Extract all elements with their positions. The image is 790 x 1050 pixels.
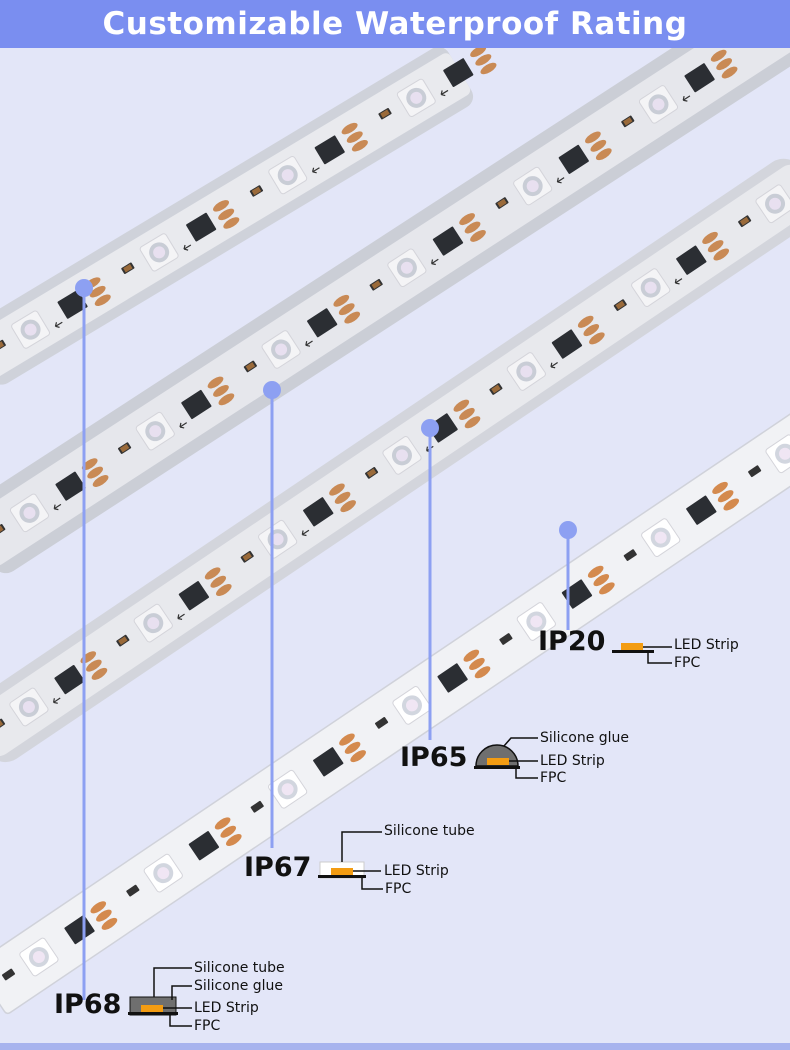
ip67-layer-silicone-tube: Silicone tube — [384, 823, 475, 839]
ip68-layer-led-strip: LED Strip — [194, 1000, 259, 1016]
ip68-strip — [0, 48, 509, 385]
ip68-layer-silicone-glue: Silicone glue — [194, 978, 284, 994]
callout-ip68 — [75, 279, 93, 1000]
ip65-cross-section — [474, 737, 538, 779]
bottom-bar — [0, 1043, 790, 1050]
ip65-layer-fpc: FPC — [540, 770, 567, 786]
ip68-layer-silicone-tube: Silicone tube — [194, 960, 285, 976]
ip67-layer-fpc: FPC — [385, 881, 412, 897]
ip20-layer-led-strip: LED Strip — [674, 637, 739, 653]
ip67-cross-section — [318, 831, 383, 890]
ip20-strip — [0, 393, 790, 1015]
ip20-cross-section — [612, 643, 672, 664]
callout-ip67 — [263, 381, 281, 848]
ip67-layer-led-strip: LED Strip — [384, 863, 449, 879]
ip20-label: IP20 — [538, 626, 606, 657]
ip20-layer-fpc: FPC — [674, 655, 701, 671]
ip67-label: IP67 — [244, 852, 312, 883]
page-title: Customizable Waterproof Rating — [102, 6, 688, 42]
ip65-layer-led-strip: LED Strip — [540, 753, 605, 769]
callout-ip65 — [421, 419, 439, 740]
ip65-label: IP65 — [400, 742, 468, 773]
callout-ip20 — [559, 521, 577, 630]
ip68-layer-fpc: FPC — [194, 1018, 221, 1034]
ip68-label: IP68 — [54, 989, 122, 1020]
ip67-strip — [0, 48, 790, 574]
ip65-strip — [0, 135, 790, 763]
led-strips-photo — [0, 48, 790, 1027]
title-banner: Customizable Waterproof Rating — [0, 0, 790, 48]
ip65-layer-silicone-glue: Silicone glue — [540, 730, 630, 746]
ip68-cross-section — [128, 967, 192, 1027]
